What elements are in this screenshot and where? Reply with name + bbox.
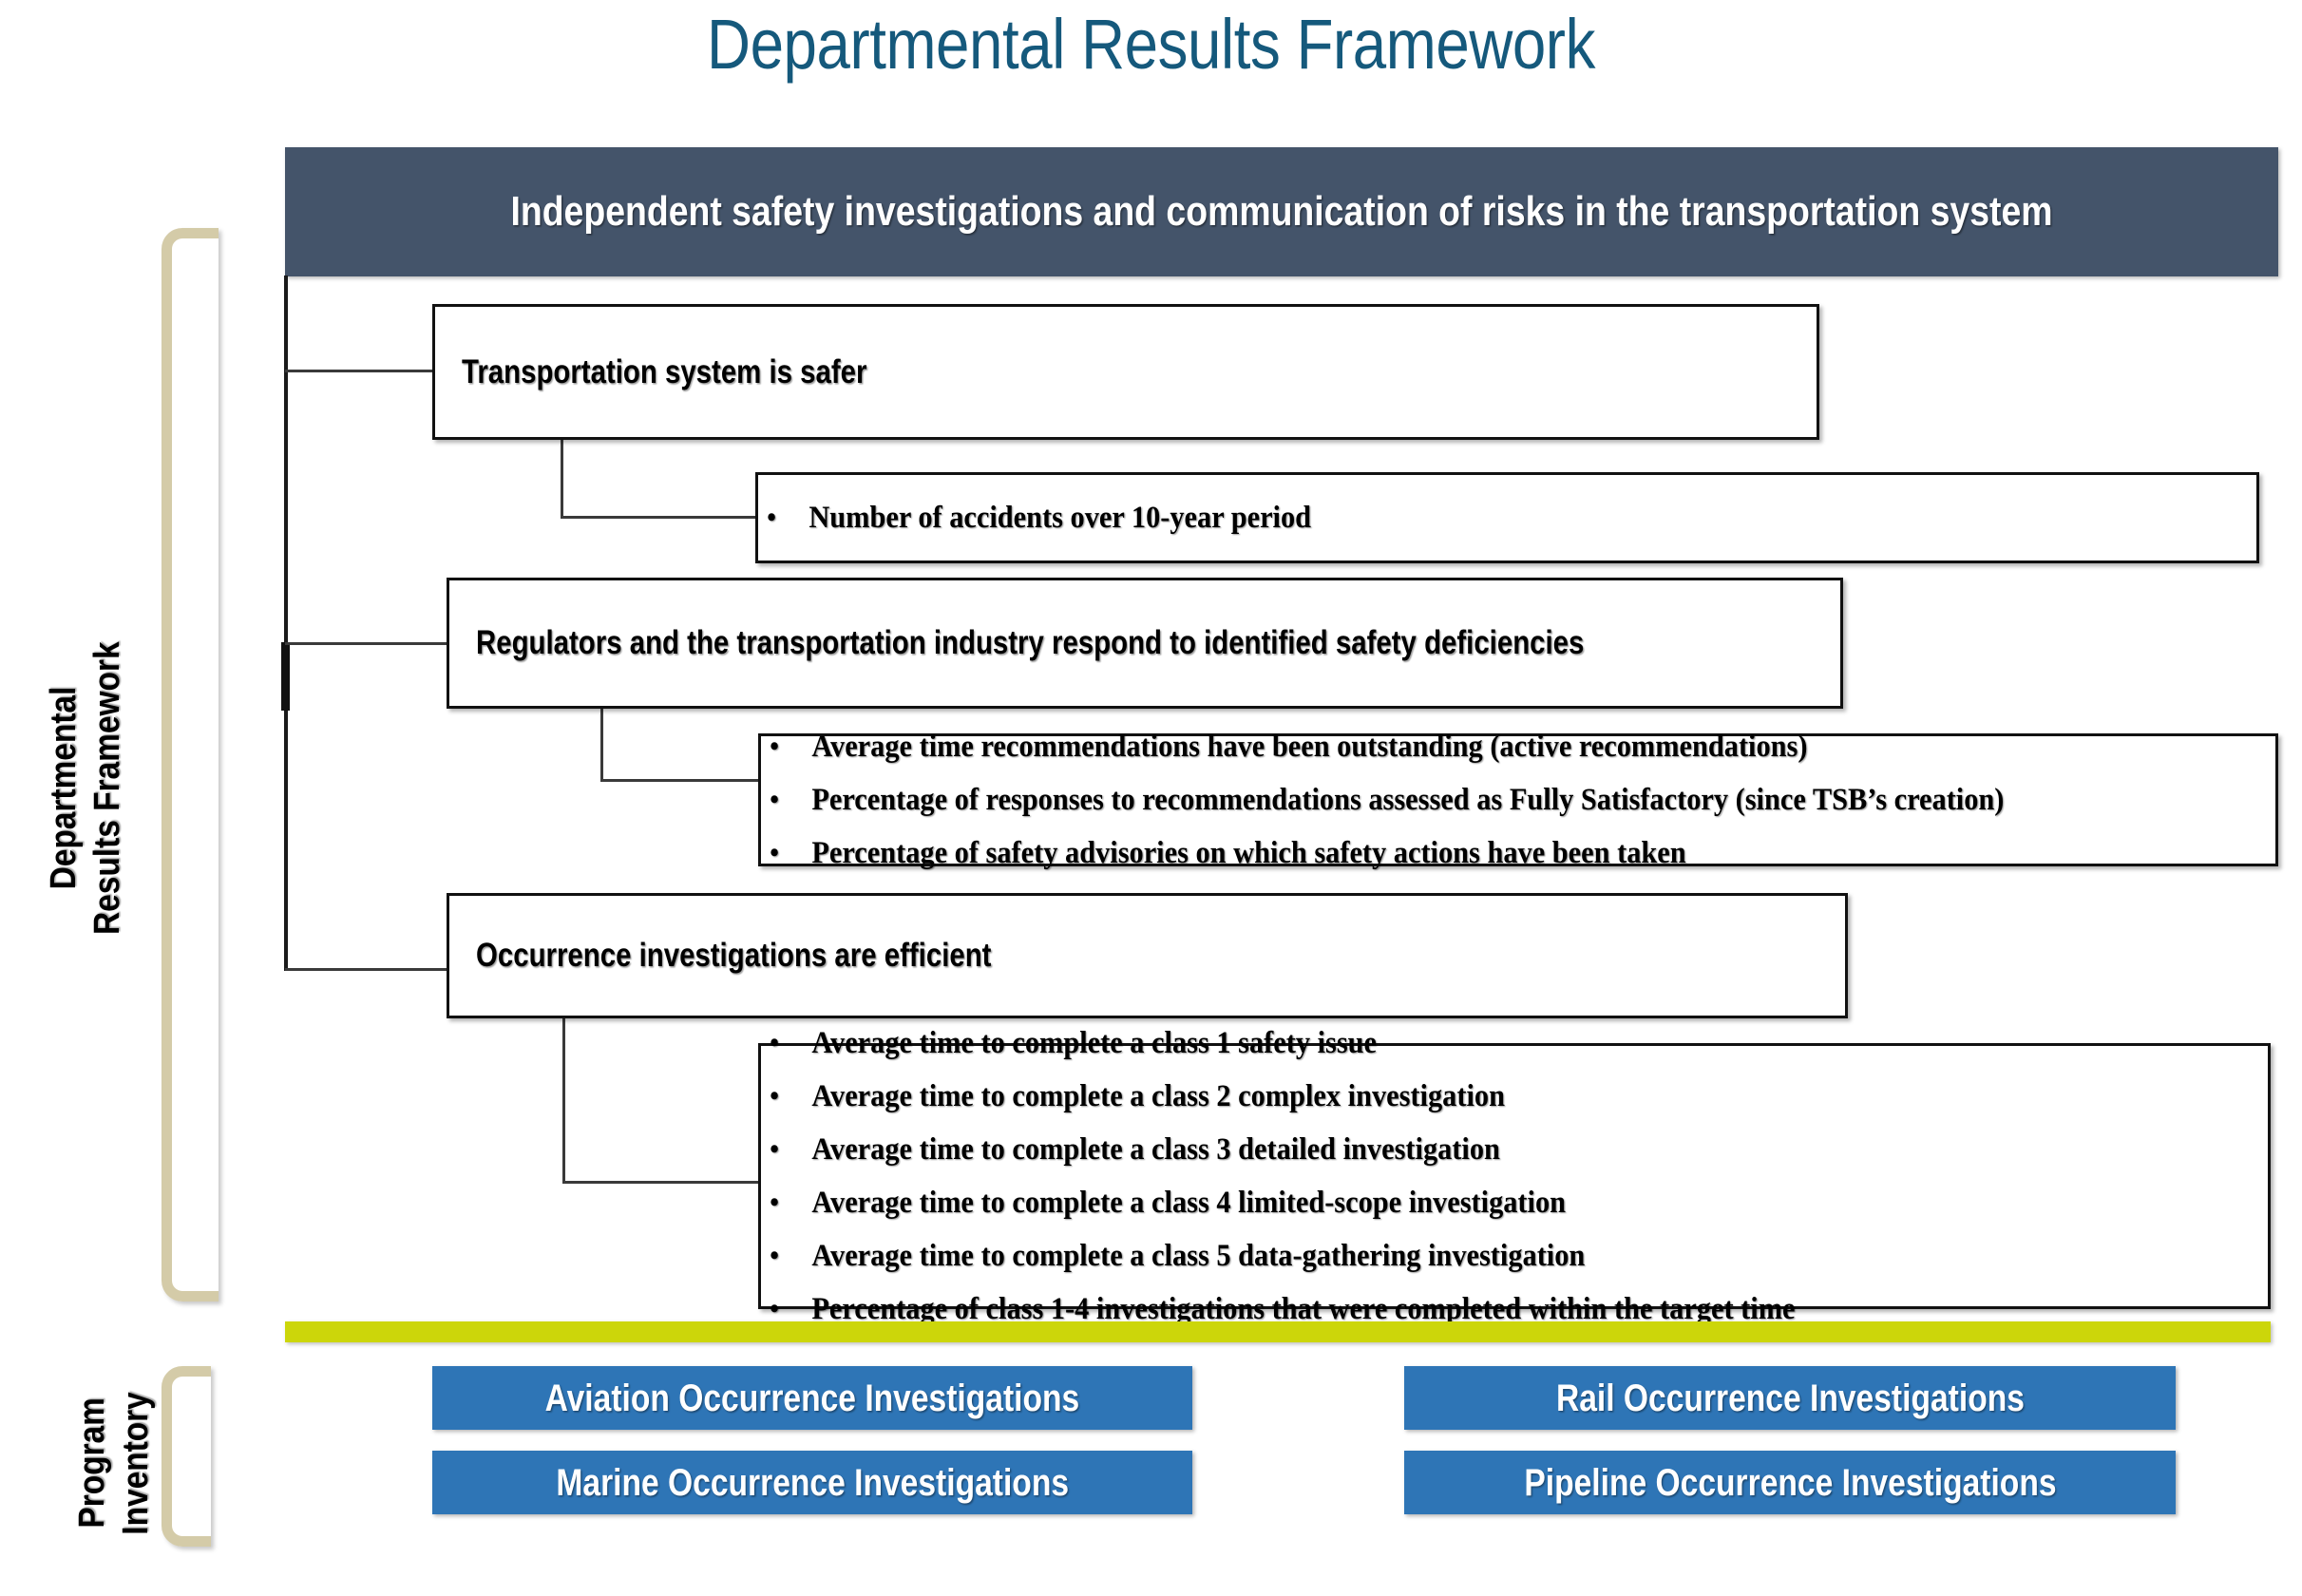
side-label-line: Program	[72, 1397, 112, 1529]
indicator-item: Percentage of class 1-4 investigations t…	[761, 1282, 2147, 1336]
connector-indicator-3-vertical	[562, 1016, 565, 1184]
indicator-box-3: Average time to complete a class 1 safet…	[758, 1016, 2271, 1336]
indicator-item: Percentage of responses to recommendatio…	[761, 773, 2154, 826]
outcome-box-3: Occurrence investigations are efficient	[447, 893, 1848, 1018]
program-button-rail[interactable]: Rail Occurrence Investigations	[1404, 1366, 2176, 1430]
program-button-pipeline[interactable]: Pipeline Occurrence Investigations	[1404, 1451, 2176, 1514]
program-inventory-divider	[285, 1321, 2271, 1342]
core-responsibility-banner: Independent safety investigations and co…	[285, 147, 2278, 276]
program-button-label: Marine Occurrence Investigations	[556, 1461, 1069, 1504]
connector-indicator-1-horizontal	[561, 516, 755, 519]
indicator-item: Average time to complete a class 2 compl…	[761, 1070, 2147, 1123]
indicator-list: Average time to complete a class 1 safet…	[761, 1016, 2268, 1336]
indicator-item: Percentage of safety advisories on which…	[761, 826, 2154, 880]
outcome-label: Transportation system is safer	[462, 352, 867, 390]
program-button-label: Pipeline Occurrence Investigations	[1523, 1461, 2057, 1504]
connector-indicator-2-vertical	[600, 708, 603, 782]
indicator-list: Average time recommendations have been o…	[761, 720, 2275, 880]
indicator-item: Average time to complete a class 4 limit…	[761, 1176, 2147, 1229]
connector-indicator-2-horizontal	[600, 779, 758, 782]
program-button-marine[interactable]: Marine Occurrence Investigations	[432, 1451, 1192, 1514]
bracket-departmental-results-framework	[162, 228, 219, 1302]
outcome-box-2: Regulators and the transportation indust…	[447, 578, 1843, 709]
outcome-label: Occurrence investigations are efficient	[476, 937, 992, 974]
outcome-box-1: Transportation system is safer	[432, 304, 1819, 440]
program-button-label: Aviation Occurrence Investigations	[544, 1377, 1080, 1419]
indicator-item: Number of accidents over 10-year period	[758, 491, 2137, 544]
side-label-line: Departmental	[44, 687, 84, 890]
core-responsibility-label: Independent safety investigations and co…	[510, 188, 2053, 235]
outcome-label: Regulators and the transportation indust…	[476, 624, 1585, 661]
program-button-aviation[interactable]: Aviation Occurrence Investigations	[432, 1366, 1192, 1430]
side-label-departmental-results-framework: Departmental Results Framework	[38, 580, 133, 998]
connector-indicator-1-vertical	[561, 439, 563, 518]
page-title: Departmental Results Framework	[707, 5, 1595, 84]
side-label-line: Inventory	[116, 1391, 156, 1535]
connector-indicator-3-horizontal	[562, 1181, 758, 1184]
bracket-program-inventory	[162, 1366, 211, 1547]
indicator-item: Average time to complete a class 3 detai…	[761, 1123, 2147, 1176]
indicator-item: Average time recommendations have been o…	[761, 720, 2154, 773]
program-button-label: Rail Occurrence Investigations	[1555, 1377, 2025, 1419]
framework-diagram: Departmental Results Framework Departmen…	[0, 0, 2302, 1559]
side-label-program-inventory: Program Inventory	[67, 1330, 162, 1596]
indicator-box-2: Average time recommendations have been o…	[758, 720, 2278, 880]
connector-outcome-2	[285, 642, 449, 645]
connector-outcome-3	[285, 968, 449, 971]
connector-spine-node	[281, 642, 290, 711]
connector-outcome-1	[285, 370, 435, 372]
indicator-item: Average time to complete a class 5 data-…	[761, 1229, 2147, 1282]
connector-spine	[284, 276, 288, 971]
indicator-box-1: Number of accidents over 10-year period	[755, 472, 2259, 563]
indicator-item: Average time to complete a class 1 safet…	[761, 1016, 2147, 1070]
side-label-line: Results Framework	[87, 641, 127, 936]
indicator-list: Number of accidents over 10-year period	[758, 491, 2256, 544]
